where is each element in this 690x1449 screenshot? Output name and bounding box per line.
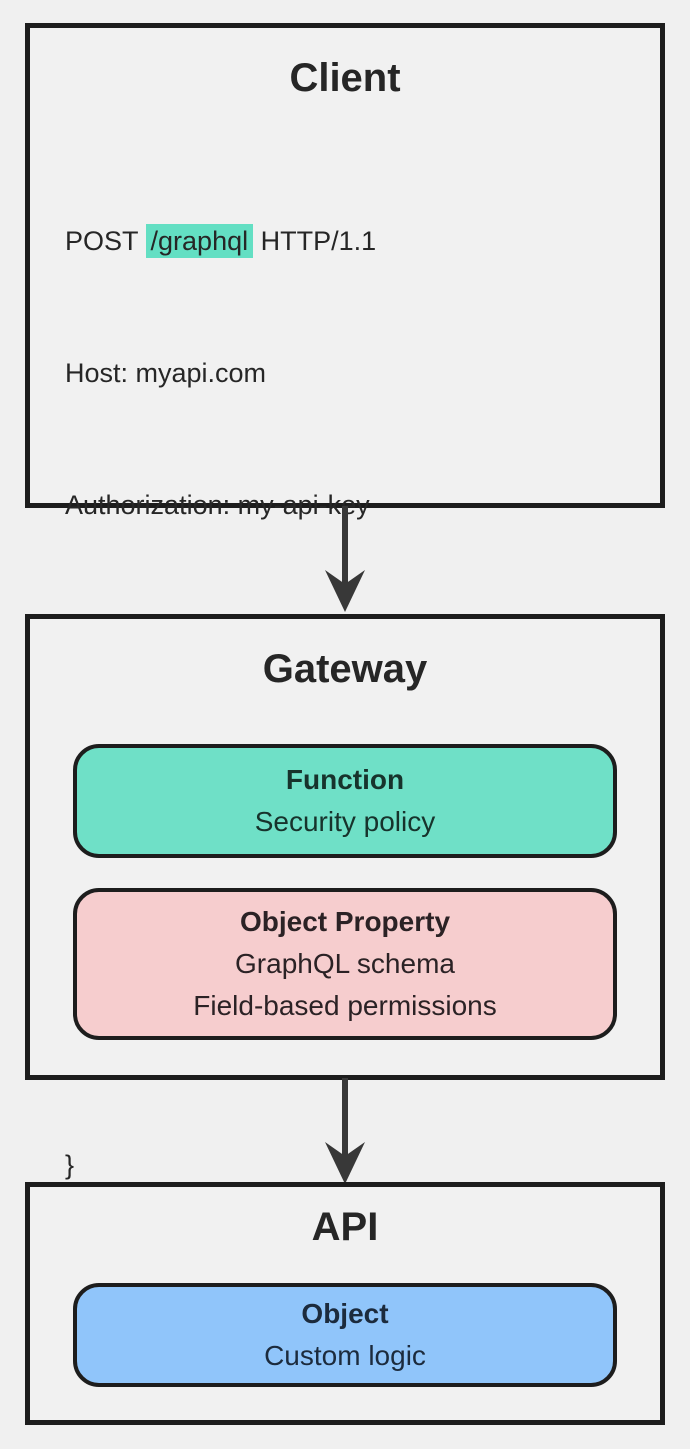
object-property-card-line2: Field-based permissions [193, 990, 497, 1021]
authorization-header: Authorization: my-api-key [65, 490, 370, 520]
object-card-subtitle: Custom logic [264, 1340, 426, 1371]
request-line: POST /graphql HTTP/1.1 [65, 219, 590, 263]
object-property-card-line1: GraphQL schema [235, 948, 455, 979]
api-box: API Object Custom logic [25, 1182, 665, 1425]
gateway-box: Gateway Function Security policy Object … [25, 614, 665, 1080]
function-card-subtitle: Security policy [254, 806, 436, 837]
request-method: POST [65, 226, 146, 256]
json-close-brace: } [65, 1150, 75, 1180]
request-path-highlight: /graphql [145, 224, 254, 258]
object-property-card: Object Property GraphQL schema Field-bas… [73, 888, 617, 1040]
object-card: Object Custom logic [73, 1283, 617, 1387]
down-arrow-icon [325, 1078, 365, 1184]
function-card: Function Security policy [73, 744, 617, 858]
function-card-title: Function [285, 764, 405, 795]
api-title: API [311, 1205, 379, 1249]
object-card-title: Object [301, 1298, 389, 1329]
client-title: Client [289, 56, 401, 100]
request-http-version: HTTP/1.1 [253, 226, 377, 256]
arrow-gateway-to-api [315, 1078, 375, 1184]
arrow-client-to-gateway [315, 506, 375, 612]
down-arrow-icon [325, 506, 365, 612]
client-box: Client POST /graphql HTTP/1.1 Host: myap… [25, 23, 665, 1180]
gateway-title: Gateway [262, 647, 428, 691]
object-property-card-title: Object Property [239, 906, 451, 937]
host-header: Host: myapi.com [65, 358, 267, 388]
